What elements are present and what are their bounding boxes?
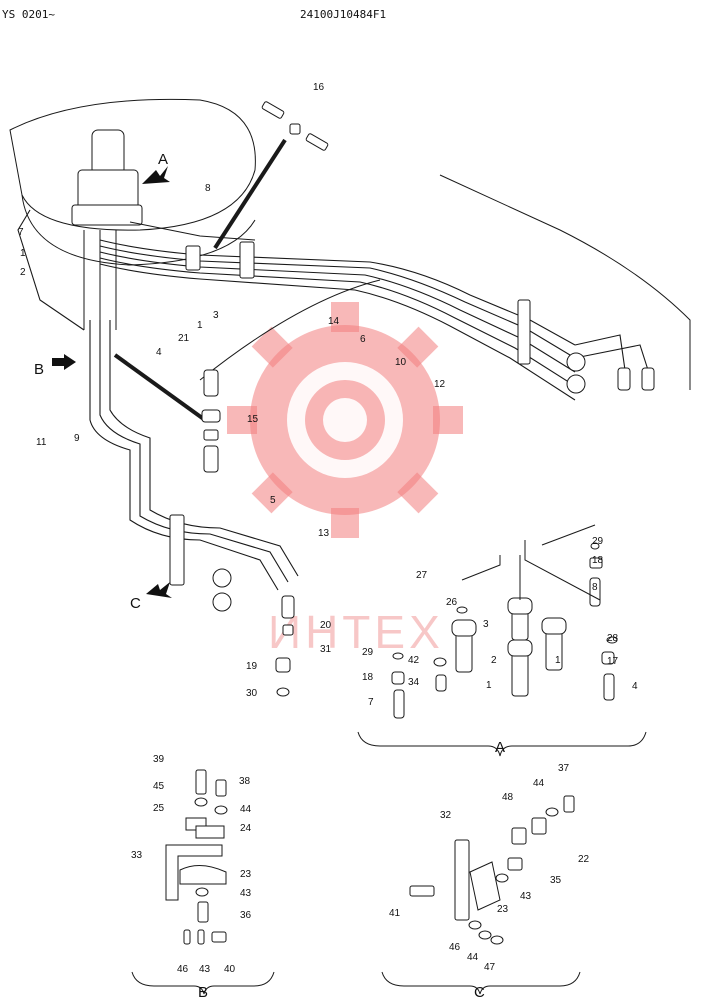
view-a-parts bbox=[357, 524, 647, 757]
callout-main-31: 31 bbox=[320, 644, 332, 655]
view-c-arrow-icon bbox=[146, 582, 172, 598]
gear-logo-icon bbox=[227, 302, 463, 538]
view-b-title: B bbox=[198, 984, 208, 1000]
callout-view-a-18: 18 bbox=[362, 672, 374, 683]
callout-view-b-45: 45 bbox=[153, 781, 165, 792]
callout-view-b-38: 38 bbox=[239, 776, 251, 787]
callout-main-3: 3 bbox=[213, 310, 219, 321]
view-b-parts bbox=[131, 769, 275, 995]
callout-view-a-27: 27 bbox=[416, 570, 428, 581]
callout-view-c-44: 44 bbox=[533, 778, 545, 789]
callout-view-c-43: 43 bbox=[520, 891, 532, 902]
callout-view-b-24: 24 bbox=[240, 823, 252, 834]
view-a-title: A bbox=[495, 739, 505, 756]
view-a-marker: A bbox=[158, 151, 168, 168]
callout-main-13: 13 bbox=[318, 528, 330, 539]
callout-main-2: 2 bbox=[20, 267, 26, 278]
callout-view-a-17: 17 bbox=[607, 656, 619, 667]
callout-view-a-3: 3 bbox=[483, 619, 489, 630]
callout-main-21: 21 bbox=[178, 333, 190, 344]
callout-view-b-43: 43 bbox=[199, 964, 211, 975]
callout-view-a-28: 28 bbox=[607, 633, 619, 644]
callout-main-7: 7 bbox=[18, 227, 24, 238]
callout-main-4: 4 bbox=[156, 347, 162, 358]
callout-main-11: 11 bbox=[36, 437, 47, 448]
callout-view-a-1: 1 bbox=[555, 655, 561, 666]
fitting-15-group bbox=[201, 369, 221, 473]
callout-view-a-2: 2 bbox=[491, 655, 497, 666]
callout-view-b-36: 36 bbox=[240, 910, 252, 921]
callout-main-19: 19 bbox=[246, 661, 258, 672]
callout-main-14: 14 bbox=[328, 316, 340, 327]
callout-view-b-44: 44 bbox=[240, 804, 252, 815]
callout-view-c-41: 41 bbox=[389, 908, 401, 919]
drawing-number-label: 24100J10484F1 bbox=[300, 8, 387, 21]
callout-main-8: 8 bbox=[205, 183, 211, 194]
watermark-text: ИНТЕХ bbox=[268, 606, 444, 658]
callout-view-c-47: 47 bbox=[484, 962, 496, 973]
callout-view-b-39: 39 bbox=[153, 754, 165, 765]
callout-view-c-22: 22 bbox=[578, 854, 590, 865]
callout-view-a-18: 18 bbox=[592, 555, 604, 566]
callout-main-12: 12 bbox=[434, 379, 446, 390]
callout-view-a-4: 4 bbox=[632, 681, 638, 692]
callout-view-b-46: 46 bbox=[177, 964, 189, 975]
callout-main-1: 1 bbox=[20, 248, 26, 259]
callout-main-20: 20 bbox=[320, 620, 332, 631]
view-c-title: C bbox=[474, 984, 485, 1000]
view-b-arrow-icon bbox=[52, 354, 76, 370]
callout-view-a-26: 26 bbox=[446, 597, 458, 608]
callout-main-6: 6 bbox=[360, 334, 366, 345]
callout-view-c-46: 46 bbox=[449, 942, 461, 953]
callout-view-c-35: 35 bbox=[550, 875, 562, 886]
callout-main-16: 16 bbox=[313, 82, 325, 93]
view-b-marker: B bbox=[34, 361, 44, 378]
callout-view-a-8: 8 bbox=[592, 582, 598, 593]
callout-view-b-23: 23 bbox=[240, 869, 252, 880]
callout-view-a-1: 1 bbox=[486, 680, 492, 691]
callout-view-a-7: 7 bbox=[368, 697, 374, 708]
callout-main-1: 1 bbox=[197, 320, 203, 331]
view-c-parts bbox=[381, 795, 581, 995]
view-a-arrow-icon bbox=[142, 166, 170, 184]
callout-view-c-44: 44 bbox=[467, 952, 479, 963]
callout-view-a-29: 29 bbox=[592, 536, 604, 547]
callout-view-c-37: 37 bbox=[558, 763, 570, 774]
fitting-20-group bbox=[275, 595, 295, 697]
callout-view-c-23: 23 bbox=[497, 904, 509, 915]
callout-main-10: 10 bbox=[395, 357, 407, 368]
callout-view-a-42: 42 bbox=[408, 655, 420, 666]
callout-view-b-25: 25 bbox=[153, 803, 165, 814]
callout-view-a-29: 29 bbox=[362, 647, 374, 658]
callout-main-30: 30 bbox=[246, 688, 258, 699]
model-range-label: YS 0201~ bbox=[2, 8, 55, 21]
swivel-joint-assembly bbox=[9, 98, 256, 330]
callout-view-c-32: 32 bbox=[440, 810, 452, 821]
callout-view-a-34: 34 bbox=[408, 677, 420, 688]
callout-main-9: 9 bbox=[74, 433, 80, 444]
callout-view-c-48: 48 bbox=[502, 792, 514, 803]
callout-view-b-43: 43 bbox=[240, 888, 252, 899]
callout-view-b-33: 33 bbox=[131, 850, 143, 861]
callout-main-15: 15 bbox=[247, 414, 259, 425]
callout-view-b-40: 40 bbox=[224, 964, 236, 975]
hydraulic-tube-bundle bbox=[17, 138, 691, 612]
fitting-16-group bbox=[261, 101, 329, 151]
view-c-marker: C bbox=[130, 595, 141, 612]
callout-main-5: 5 bbox=[270, 495, 276, 506]
